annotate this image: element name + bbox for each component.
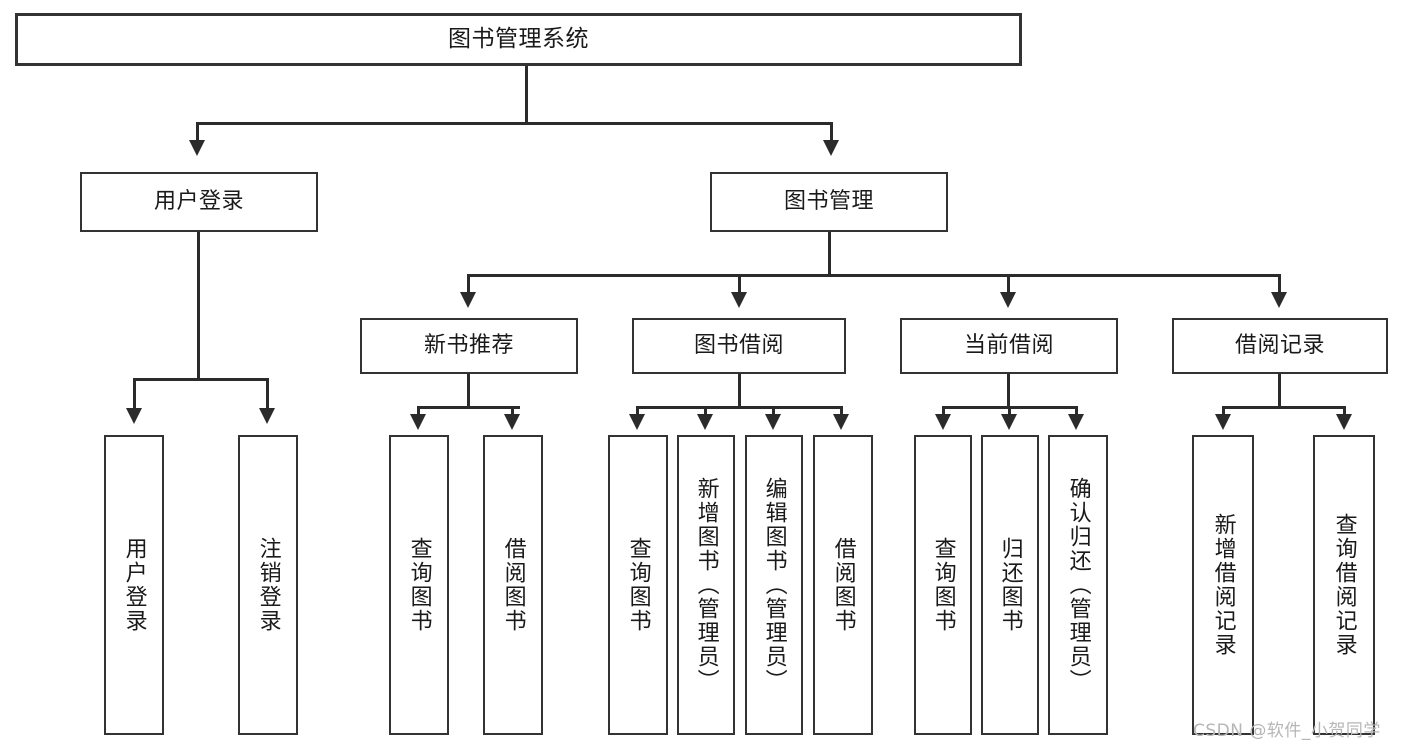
leaf-book-borrow-query[interactable]: 查询图书: [608, 435, 668, 735]
leaf-current-confirm-return-label: 确认归还（管理员）: [1065, 477, 1091, 693]
node-new-book-recommend[interactable]: 新书推荐: [360, 318, 578, 374]
node-book-borrow[interactable]: 图书借阅: [632, 318, 846, 374]
node-borrow-record-label: 借阅记录: [1234, 333, 1325, 359]
arrow-to-new-book: [460, 292, 476, 308]
node-borrow-record[interactable]: 借阅记录: [1172, 318, 1388, 374]
connector-drop-nb-borrow: [511, 406, 514, 418]
leaf-record-add-label: 新增借阅记录: [1210, 513, 1236, 657]
leaf-book-edit-label: 编辑图书（管理员）: [761, 477, 787, 693]
leaf-logout[interactable]: 注销登录: [238, 435, 298, 735]
leaf-new-book-query-label: 查询图书: [406, 537, 432, 633]
connector-user-login-stem: [197, 232, 200, 380]
arrow-to-cb-query: [935, 414, 951, 430]
connector-drop-bb-query: [636, 406, 639, 418]
connector-book-borrow-stem: [738, 374, 741, 408]
arrow-to-leaf-logout: [259, 408, 275, 424]
arrow-to-user-login: [189, 140, 205, 156]
leaf-record-query-label: 查询借阅记录: [1331, 513, 1357, 657]
connector-new-book-bus: [417, 406, 520, 409]
leaf-current-query-label: 查询图书: [930, 537, 956, 633]
leaf-record-query[interactable]: 查询借阅记录: [1313, 435, 1375, 735]
connector-drop-bb-edit: [772, 406, 775, 418]
leaf-current-return-label: 归还图书: [997, 537, 1023, 633]
leaf-book-borrow-query-label: 查询图书: [625, 537, 651, 633]
connector-root-stem: [525, 66, 528, 122]
connector-current-borrow-stem: [1007, 374, 1010, 408]
connector-drop-leaf-user-login: [133, 378, 136, 410]
connector-user-login-bus: [133, 378, 269, 381]
node-user-login[interactable]: 用户登录: [80, 172, 318, 232]
connector-drop-cb-confirm: [1075, 406, 1078, 418]
connector-book-manage-stem: [828, 232, 831, 276]
connector-borrow-record-bus: [1222, 406, 1346, 409]
leaf-new-book-borrow[interactable]: 借阅图书: [483, 435, 543, 735]
node-book-borrow-label: 图书借阅: [693, 333, 784, 359]
connector-drop-book-manage: [830, 122, 833, 142]
connector-drop-new-book: [467, 274, 470, 296]
leaf-current-confirm-return[interactable]: 确认归还（管理员）: [1048, 435, 1108, 735]
connector-borrow-record-stem: [1278, 374, 1281, 408]
connector-drop-br-query: [1343, 406, 1346, 418]
connector-drop-cb-return: [1008, 406, 1011, 418]
arrow-to-current-borrow: [1000, 292, 1016, 308]
leaf-current-return[interactable]: 归还图书: [981, 435, 1039, 735]
arrow-to-bb-borrow: [833, 414, 849, 430]
connector-root-bus: [196, 122, 833, 125]
connector-drop-user-login: [196, 122, 199, 142]
connector-drop-borrow-record: [1278, 274, 1281, 296]
csdn-watermark: CSDN @软件_小贺同学: [1193, 721, 1381, 741]
connector-drop-cb-query: [942, 406, 945, 418]
leaf-book-add[interactable]: 新增图书（管理员）: [677, 435, 735, 735]
connector-drop-bb-add: [704, 406, 707, 418]
leaf-logout-label: 注销登录: [255, 537, 281, 633]
leaf-user-login[interactable]: 用户登录: [104, 435, 164, 735]
node-current-borrow[interactable]: 当前借阅: [900, 318, 1118, 374]
node-user-login-label: 用户登录: [153, 189, 244, 215]
arrow-to-nb-borrow: [504, 414, 520, 430]
arrow-to-cb-return: [1001, 414, 1017, 430]
connector-book-borrow-bus: [636, 406, 843, 409]
leaf-book-borrow-action-label: 借阅图书: [830, 537, 856, 633]
leaf-book-borrow-action[interactable]: 借阅图书: [813, 435, 873, 735]
connector-book-manage-bus: [467, 274, 1281, 277]
leaf-book-add-label: 新增图书（管理员）: [693, 477, 719, 693]
node-new-book-recommend-label: 新书推荐: [423, 333, 514, 359]
leaf-record-add[interactable]: 新增借阅记录: [1192, 435, 1254, 735]
arrow-to-leaf-user-login: [126, 408, 142, 424]
leaf-new-book-query[interactable]: 查询图书: [389, 435, 449, 735]
connector-drop-book-borrow: [738, 274, 741, 296]
node-root-system[interactable]: 图书管理系统: [15, 13, 1022, 66]
node-root-label: 图书管理系统: [448, 26, 589, 53]
arrow-to-bb-query: [629, 414, 645, 430]
arrow-to-borrow-record: [1271, 292, 1287, 308]
connector-drop-bb-borrow: [840, 406, 843, 418]
arrow-to-bb-edit: [765, 414, 781, 430]
arrow-to-book-borrow: [731, 292, 747, 308]
leaf-book-edit[interactable]: 编辑图书（管理员）: [745, 435, 803, 735]
arrow-to-bb-add: [697, 414, 713, 430]
connector-new-book-stem: [467, 374, 470, 408]
leaf-user-login-label: 用户登录: [121, 537, 147, 633]
arrow-to-book-manage: [823, 140, 839, 156]
connector-drop-current-borrow: [1007, 274, 1010, 296]
node-book-manage[interactable]: 图书管理: [710, 172, 948, 232]
connector-drop-leaf-logout: [266, 378, 269, 410]
leaf-current-query[interactable]: 查询图书: [914, 435, 972, 735]
arrow-to-cb-confirm: [1068, 414, 1084, 430]
connector-drop-nb-query: [417, 406, 420, 418]
arrow-to-br-query: [1336, 414, 1352, 430]
node-current-borrow-label: 当前借阅: [963, 333, 1054, 359]
arrow-to-br-add: [1215, 414, 1231, 430]
leaf-new-book-borrow-label: 借阅图书: [500, 537, 526, 633]
connector-drop-br-add: [1222, 406, 1225, 418]
arrow-to-nb-query: [410, 414, 426, 430]
node-book-manage-label: 图书管理: [783, 189, 874, 215]
